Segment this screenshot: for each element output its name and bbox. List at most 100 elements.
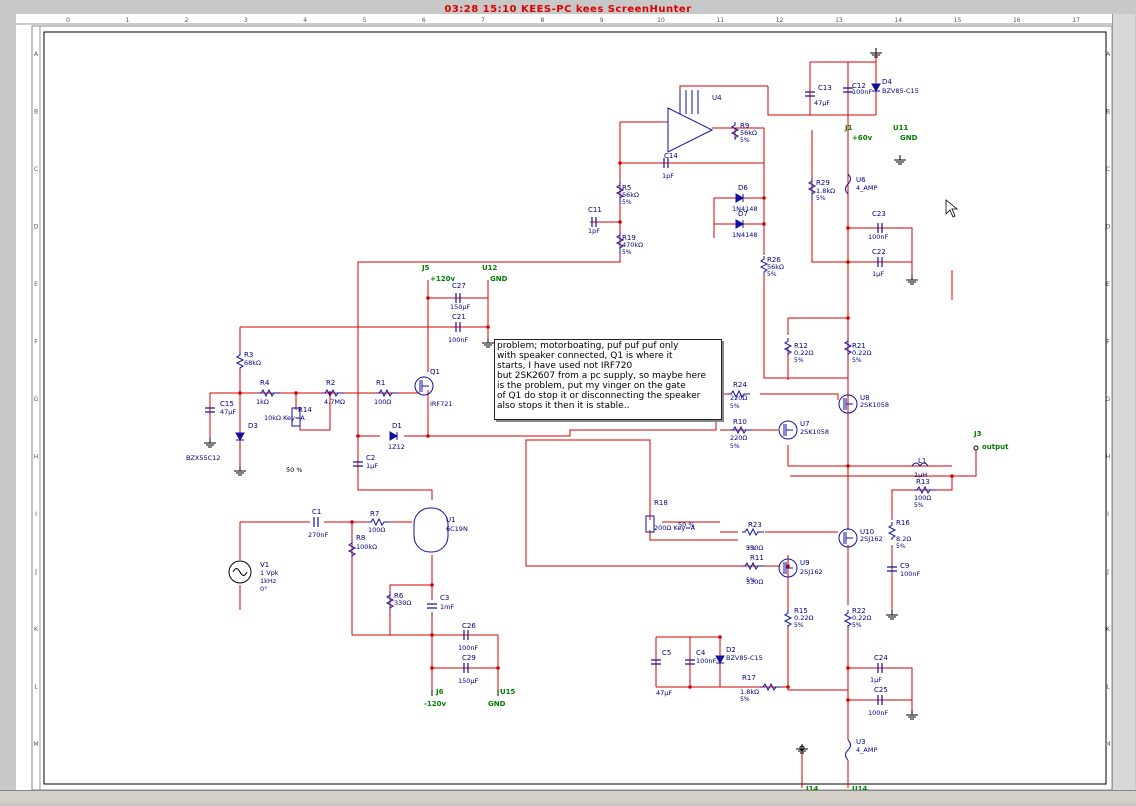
ref-label: R17: [742, 674, 756, 682]
ref-label: U8: [860, 394, 870, 402]
source-freq-label: 1kHz: [260, 577, 277, 585]
ref-label: C24: [874, 654, 888, 662]
junction: [846, 316, 850, 320]
resistor-r4: [258, 388, 280, 398]
tolerance-label: 5%: [816, 195, 826, 202]
value-label: 0.22Ω: [852, 349, 871, 357]
value-label: 47µF: [814, 99, 830, 107]
ref-label: R19: [622, 234, 636, 242]
wire: [952, 450, 977, 477]
value-label: 1.8kΩ: [740, 688, 759, 696]
ground-icon: [906, 275, 918, 285]
value-label: 1pF: [588, 227, 600, 235]
tolerance-label: 5%: [746, 577, 756, 584]
tolerance-label: 5%: [730, 403, 740, 410]
ref-label: R29: [816, 179, 830, 187]
resistor-r15: [783, 610, 793, 628]
fuse-icon: [845, 739, 851, 761]
value-label: 100nF: [868, 233, 889, 241]
grid-row-label: C: [34, 166, 38, 173]
vertical-scrollbar[interactable]: [1112, 14, 1135, 800]
ref-label: U7: [800, 420, 810, 428]
value-label: 330Ω: [394, 599, 411, 607]
capacitor-c3: [427, 603, 437, 609]
mosfet-q1: [414, 376, 434, 396]
value-label: 100kΩ: [356, 543, 377, 551]
ref-label: D2: [726, 646, 736, 654]
mosfet-body: [783, 562, 793, 574]
grid-row-label: J: [34, 569, 37, 576]
grid-col-label: 5: [363, 17, 367, 24]
mosfet-body: [843, 398, 853, 410]
tolerance-label: 5%: [794, 357, 804, 364]
value-label: 0.22Ω: [794, 614, 813, 622]
grid-col-label: 9: [600, 17, 604, 24]
resistor-r11: [742, 561, 764, 571]
ref-label: R2: [326, 379, 335, 387]
grid-col-label: 17: [1072, 17, 1080, 24]
pot-percent-label: 50 %: [286, 466, 303, 474]
ref-label: D4: [882, 78, 892, 86]
fuse-icon: [845, 173, 851, 195]
capacitor-c27: [455, 293, 461, 303]
wire: [848, 667, 913, 710]
value-label: 1µF: [870, 676, 882, 684]
junction: [846, 666, 850, 670]
ref-label: C12: [852, 82, 866, 90]
resistor-r2: [322, 388, 344, 398]
ground-icon: [894, 155, 906, 165]
junction: [618, 161, 622, 165]
wire: [760, 393, 839, 400]
mosfet-u8: [838, 394, 858, 414]
grid-col-label: 1: [125, 17, 129, 24]
value-label: 100nF: [900, 570, 921, 578]
resistor-r10: [730, 425, 752, 435]
grid-col-label: 14: [894, 17, 902, 24]
ref-label: D7: [738, 210, 748, 218]
resistor-r16: [887, 522, 897, 540]
capacitor-c2: [353, 461, 363, 467]
value-label: 4_AMP: [856, 746, 877, 754]
value-label: 220Ω: [730, 434, 747, 442]
value-label: 56kΩ: [767, 263, 784, 271]
tolerance-label: 5%: [730, 443, 740, 450]
ref-label: C21: [452, 313, 466, 321]
junction: [846, 464, 850, 468]
value-label: 2SJ162: [800, 568, 823, 576]
note-line: of Q1 do stop it or disconnecting the sp…: [497, 391, 701, 401]
value-label: 1kΩ: [256, 398, 269, 406]
tolerance-label: 5%: [740, 137, 750, 144]
grid-row-label: F: [34, 339, 38, 346]
value-label: 150µF: [458, 677, 479, 685]
ref-label: J1: [844, 124, 853, 132]
ref-label: U12: [482, 264, 498, 272]
grid-row-label: M: [33, 741, 38, 748]
comment-note[interactable]: problem; motorboating, puf puf puf only …: [494, 339, 722, 420]
opamp-icon: [667, 107, 714, 153]
mosfet-body: [419, 380, 429, 392]
ref-label: R8: [356, 534, 365, 542]
value-label: 56kΩ: [622, 191, 639, 199]
zener-d2: [715, 655, 725, 665]
ref-label: R7: [370, 510, 379, 518]
note-line: is the problem, put my vinger on the gat…: [497, 381, 686, 391]
junction: [950, 474, 954, 478]
note-line: with speaker connected, Q1 is where it: [497, 351, 673, 361]
junction: [762, 222, 766, 226]
ref-label: C2: [366, 454, 375, 462]
value-label: BZV85-C15: [882, 87, 919, 95]
wire: [525, 439, 651, 566]
ground-icon: [886, 610, 898, 620]
grid-col-label: 10: [657, 17, 665, 24]
connector-j3: [973, 445, 979, 451]
potentiometer-r14: [291, 407, 301, 427]
resistor-r3: [235, 352, 245, 370]
value-label: 100nF: [448, 336, 469, 344]
junction: [718, 635, 722, 639]
value-label: 1pF: [662, 172, 674, 180]
capacitor-c29: [463, 663, 469, 673]
value-label: 1N4148: [732, 231, 758, 239]
grid-col-label: 8: [540, 17, 544, 24]
junction: [238, 391, 242, 395]
grid-row-label: A: [34, 51, 39, 58]
